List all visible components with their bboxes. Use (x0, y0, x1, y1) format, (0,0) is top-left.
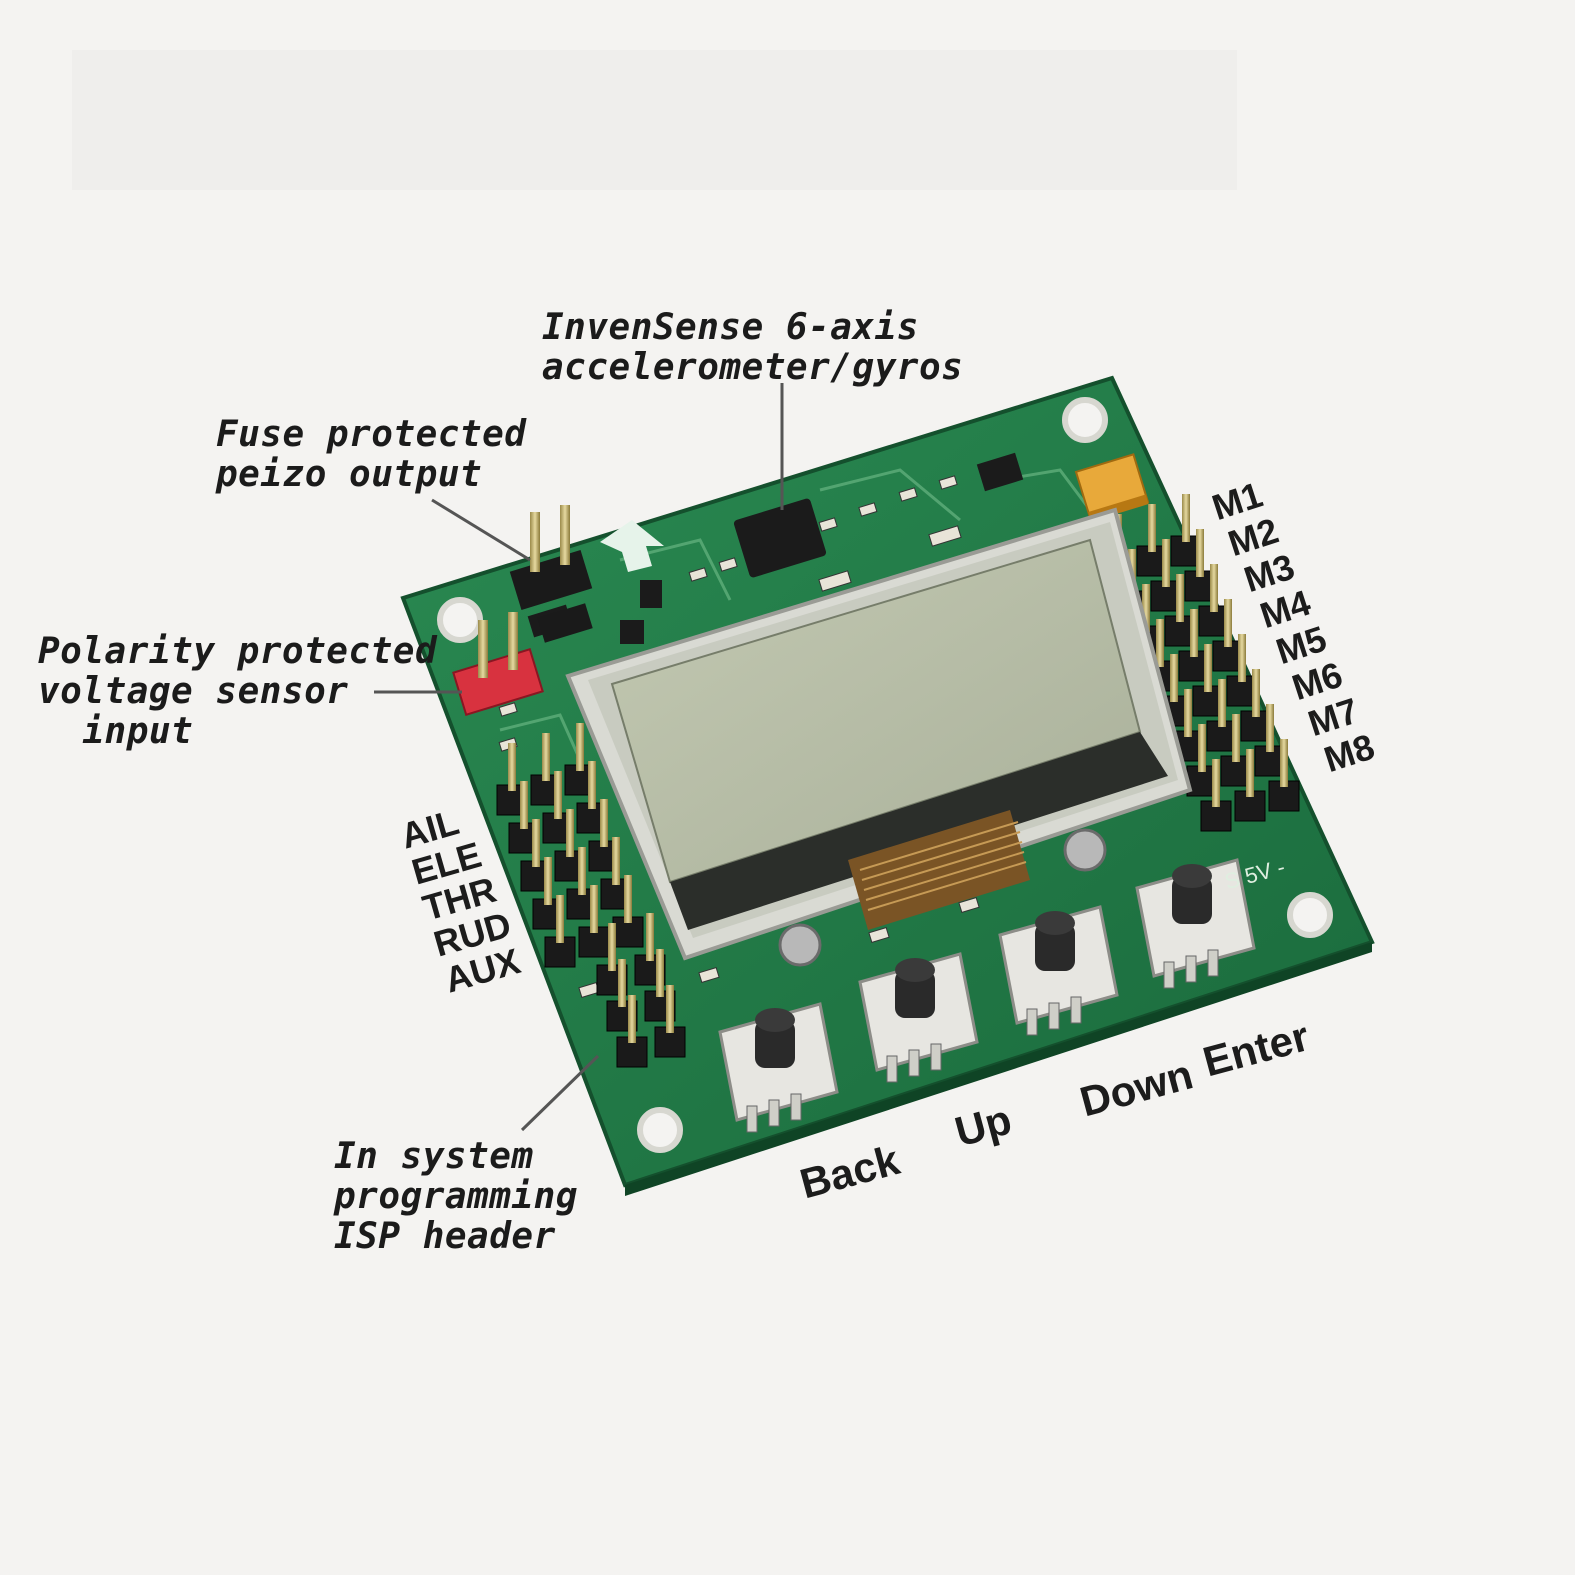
leader-lines (374, 383, 784, 1132)
top-band (72, 50, 1237, 190)
receiver-pin-5-1 (544, 895, 576, 968)
callout-isp: In system programming ISP header (334, 1136, 578, 1257)
isp-pin-3-1 (616, 995, 648, 1068)
push-button-enter[interactable] (1135, 858, 1256, 989)
callout-invensense: InvenSense 6-axis accelerometer/gyros (542, 307, 964, 388)
isp-pin-3-2 (654, 985, 686, 1058)
lcd-display (565, 507, 1193, 961)
isp-header (596, 913, 686, 1068)
callout-polarity: Polarity protected voltage sensor input (38, 631, 438, 752)
voltage-sensor-connector (452, 612, 544, 716)
receiver-pin-5-3 (612, 875, 644, 948)
leader-isp (520, 1054, 600, 1132)
motor-pin-8-2 (1234, 749, 1266, 822)
lcd-screws (778, 828, 1107, 967)
push-button-back[interactable] (718, 1002, 839, 1133)
motor-pin-8-3 (1268, 739, 1300, 812)
mounting-holes (437, 397, 1333, 1153)
lcd-ribbon (848, 810, 1030, 930)
smd-components (527, 452, 1024, 644)
piezo-header (509, 505, 593, 643)
push-buttons (718, 858, 1256, 1133)
receiver-pin-5-2 (578, 885, 610, 958)
motor-pin-8-1 (1200, 759, 1232, 832)
push-button-up[interactable] (858, 952, 979, 1083)
callout-fuse: Fuse protected peizo output (216, 414, 527, 495)
leader-fuse (431, 498, 531, 562)
receiver-input-header (496, 723, 644, 968)
push-button-down[interactable] (998, 905, 1119, 1036)
direction-arrow (600, 520, 664, 572)
